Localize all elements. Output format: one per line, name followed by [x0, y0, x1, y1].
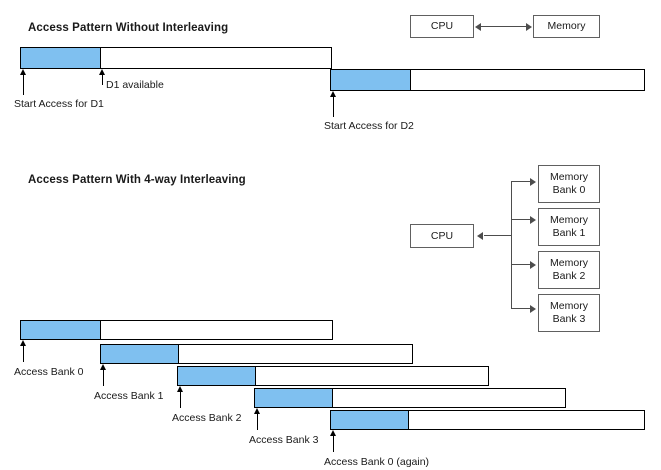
timeline-bar-bank0-busy	[21, 321, 101, 339]
cpu-box-bottom-label: CPU	[430, 229, 454, 242]
section-title-without-interleaving: Access Pattern Without Interleaving	[28, 22, 229, 34]
cpu-memory-arrow-right-icon	[526, 22, 532, 31]
marker-access-bank-1	[99, 364, 106, 386]
marker-access-bank-0-again	[329, 430, 336, 452]
bank1-arrow-right-icon	[530, 215, 536, 224]
marker-stem	[333, 434, 335, 452]
memory-bank-3-line2: Bank 3	[552, 313, 586, 325]
cpu-bus-line	[484, 235, 512, 237]
bank2-branch-line	[511, 264, 532, 266]
marker-label-start-access-d2: Start Access for D2	[324, 120, 414, 132]
timeline-bar-access-d1-busy	[21, 48, 101, 68]
bank0-branch-line	[511, 181, 532, 183]
marker-stem	[103, 368, 105, 386]
bank1-branch-line	[511, 219, 532, 221]
timeline-bar-bank3-access	[254, 388, 566, 408]
memory-bank-2-line1: Memory	[550, 257, 588, 269]
timeline-bar-bank1-busy	[101, 345, 179, 363]
marker-d1-available	[98, 69, 105, 85]
timeline-bar-bank2-busy	[178, 367, 256, 385]
marker-label-access-bank-3: Access Bank 3	[249, 434, 319, 446]
timeline-bar-access-d2	[330, 69, 645, 91]
marker-label-start-access-d1: Start Access for D1	[14, 98, 104, 110]
memory-box-top: Memory	[533, 15, 600, 38]
bank3-branch-line	[511, 308, 532, 310]
memory-bank-3-box: Memory Bank 3	[538, 294, 600, 332]
arrow-up-icon	[99, 364, 106, 370]
memory-bank-1-box: Memory Bank 1	[538, 208, 600, 246]
marker-start-access-d2	[329, 91, 336, 117]
timeline-bar-bank2-access	[177, 366, 489, 386]
cpu-box-bottom: CPU	[410, 224, 474, 248]
memory-bank-2-box: Memory Bank 2	[538, 251, 600, 289]
cpu-memory-link-line	[481, 26, 526, 28]
marker-label-access-bank-2: Access Bank 2	[172, 412, 242, 424]
arrow-up-icon	[329, 430, 336, 436]
memory-bank-0-box: Memory Bank 0	[538, 165, 600, 203]
timeline-bar-bank0-again-busy	[331, 411, 409, 429]
marker-start-access-d1	[19, 69, 26, 95]
memory-bank-0-line1: Memory	[550, 171, 588, 183]
bank3-arrow-right-icon	[530, 304, 536, 313]
marker-stem	[180, 390, 182, 408]
memory-bank-1-line1: Memory	[550, 214, 588, 226]
bank0-arrow-right-icon	[530, 177, 536, 186]
marker-stem	[333, 95, 335, 117]
cpu-bus-arrow-left-icon	[477, 231, 483, 240]
timeline-bar-access-d2-busy	[331, 70, 411, 90]
memory-bank-1-line2: Bank 1	[552, 227, 586, 239]
bank2-arrow-right-icon	[530, 260, 536, 269]
marker-label-access-bank-0: Access Bank 0	[14, 366, 84, 378]
marker-access-bank-2	[176, 386, 183, 408]
marker-stem	[23, 73, 25, 95]
cpu-box-top-label: CPU	[430, 20, 454, 32]
cpu-memory-arrow-left-icon	[475, 22, 481, 31]
arrow-up-icon	[19, 340, 26, 346]
arrow-up-icon	[329, 91, 336, 97]
memory-bank-3-line1: Memory	[550, 300, 588, 312]
marker-label-d1-available: D1 available	[106, 79, 164, 91]
arrow-up-icon	[176, 386, 183, 392]
timeline-bar-bank0-access	[20, 320, 333, 340]
marker-label-access-bank-0-again: Access Bank 0 (again)	[324, 456, 430, 468]
section-title-with-interleaving: Access Pattern With 4-way Interleaving	[28, 174, 246, 186]
marker-label-access-bank-1: Access Bank 1	[94, 390, 164, 402]
timeline-bar-access-d1	[20, 47, 332, 69]
timeline-bar-bank1-access	[100, 344, 413, 364]
marker-access-bank-0	[19, 340, 26, 362]
memory-bank-2-line2: Bank 2	[552, 270, 586, 282]
memory-bank-0-line2: Bank 0	[552, 184, 586, 196]
marker-stem	[257, 412, 259, 430]
arrow-up-icon	[253, 408, 260, 414]
arrow-up-icon	[19, 69, 26, 75]
timeline-bar-bank0-again-access	[330, 410, 645, 430]
bank-bus-spine	[511, 181, 513, 308]
marker-access-bank-3	[253, 408, 260, 430]
timeline-bar-bank3-busy	[255, 389, 333, 407]
memory-box-top-label: Memory	[547, 20, 586, 32]
cpu-box-top: CPU	[410, 15, 474, 38]
marker-stem	[102, 73, 104, 85]
marker-stem	[23, 344, 25, 362]
arrow-up-icon	[98, 69, 105, 75]
